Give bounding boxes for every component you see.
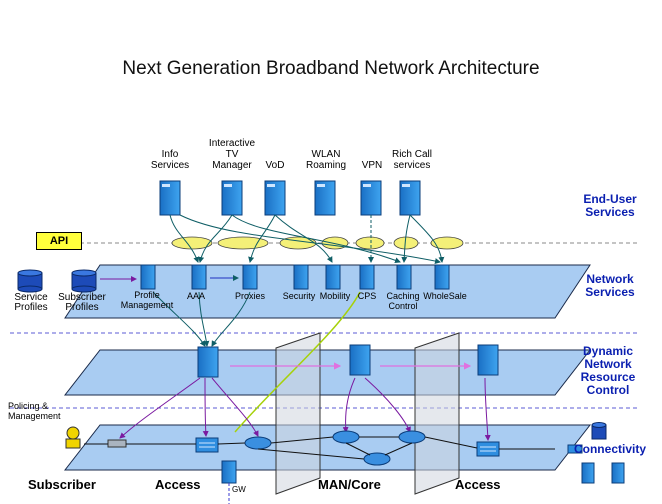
server-caching-control [396, 264, 412, 290]
gateway-server [221, 460, 237, 484]
database-service-profiles [17, 269, 43, 293]
connectivity-switch-icon [567, 444, 583, 454]
label-vpn: VPN [361, 160, 383, 171]
label-info-services: Info Services [150, 149, 190, 171]
server-vpn [360, 180, 382, 216]
control-server-2 [349, 344, 371, 376]
access-switch-2 [476, 441, 500, 457]
subscriber-modem [107, 439, 127, 448]
zone-access-right: Access [455, 477, 501, 492]
connectivity-server-icon-1 [581, 462, 595, 484]
access-switch-1 [195, 437, 219, 453]
server-security [293, 264, 309, 290]
server-wholesale [434, 264, 450, 290]
label-service-profiles: Service Profiles [14, 292, 48, 313]
connectivity-server-icon-2 [611, 462, 625, 484]
label-mobility: Mobility [319, 291, 351, 301]
server-mobility [325, 264, 341, 290]
diagram-title: Next Generation Broadband Network Archit… [122, 58, 540, 79]
server-cps [359, 264, 375, 290]
control-server-1 [197, 346, 219, 378]
server-interactive-tv [221, 180, 243, 216]
database-subscriber-profiles [71, 269, 97, 293]
label-cps: CPS [357, 291, 377, 301]
control-server-3 [477, 344, 499, 376]
server-wlan-roaming [314, 180, 336, 216]
resource-control-plane [63, 349, 592, 396]
router-access [244, 436, 272, 450]
subscriber-user-icon [65, 426, 81, 449]
zone-access-left: Access [155, 477, 201, 492]
label-profile-management: Profile Management [120, 290, 174, 310]
label-rich-call: Rich Call services [391, 149, 432, 171]
label-wlan-roaming: WLAN Roaming [305, 149, 347, 171]
connectivity-db-icon [591, 422, 607, 440]
label-subscriber-profiles: Subscriber Profiles [58, 292, 106, 313]
server-profile-management [140, 264, 156, 290]
server-info-services [159, 180, 181, 216]
server-aaa [191, 264, 207, 290]
zone-divider-left [275, 332, 321, 495]
label-vod: VoD [265, 160, 285, 171]
label-gw: GW [232, 485, 246, 494]
layer-dynamic-control: Dynamic Network Resource Control [580, 344, 636, 397]
label-wholesale: WholeSale [423, 291, 467, 301]
layer-connectivity: Connectivity [573, 442, 646, 456]
label-proxies: Proxies [234, 291, 265, 301]
zone-divider-right [414, 332, 460, 495]
connectivity-plane [63, 424, 592, 471]
zone-man-core: MAN/Core [318, 477, 381, 492]
label-policing: Policing & Management [8, 401, 61, 421]
layer-network-services: Network Services [585, 272, 635, 299]
cps-to-access-link [234, 291, 361, 433]
router-core-1 [332, 430, 360, 444]
zone-subscriber: Subscriber [28, 477, 96, 492]
server-rich-call [399, 180, 421, 216]
label-security: Security [282, 291, 316, 301]
router-core-2 [398, 430, 426, 444]
label-aaa: AAA [186, 291, 205, 301]
server-vod [264, 180, 286, 216]
server-proxies [242, 264, 258, 290]
layer-end-user-services: End-User Services [583, 192, 637, 219]
label-caching-control: Caching Control [386, 291, 420, 311]
api-badge: API [36, 232, 82, 250]
label-interactive-tv: Interactive TV Manager [208, 138, 256, 171]
